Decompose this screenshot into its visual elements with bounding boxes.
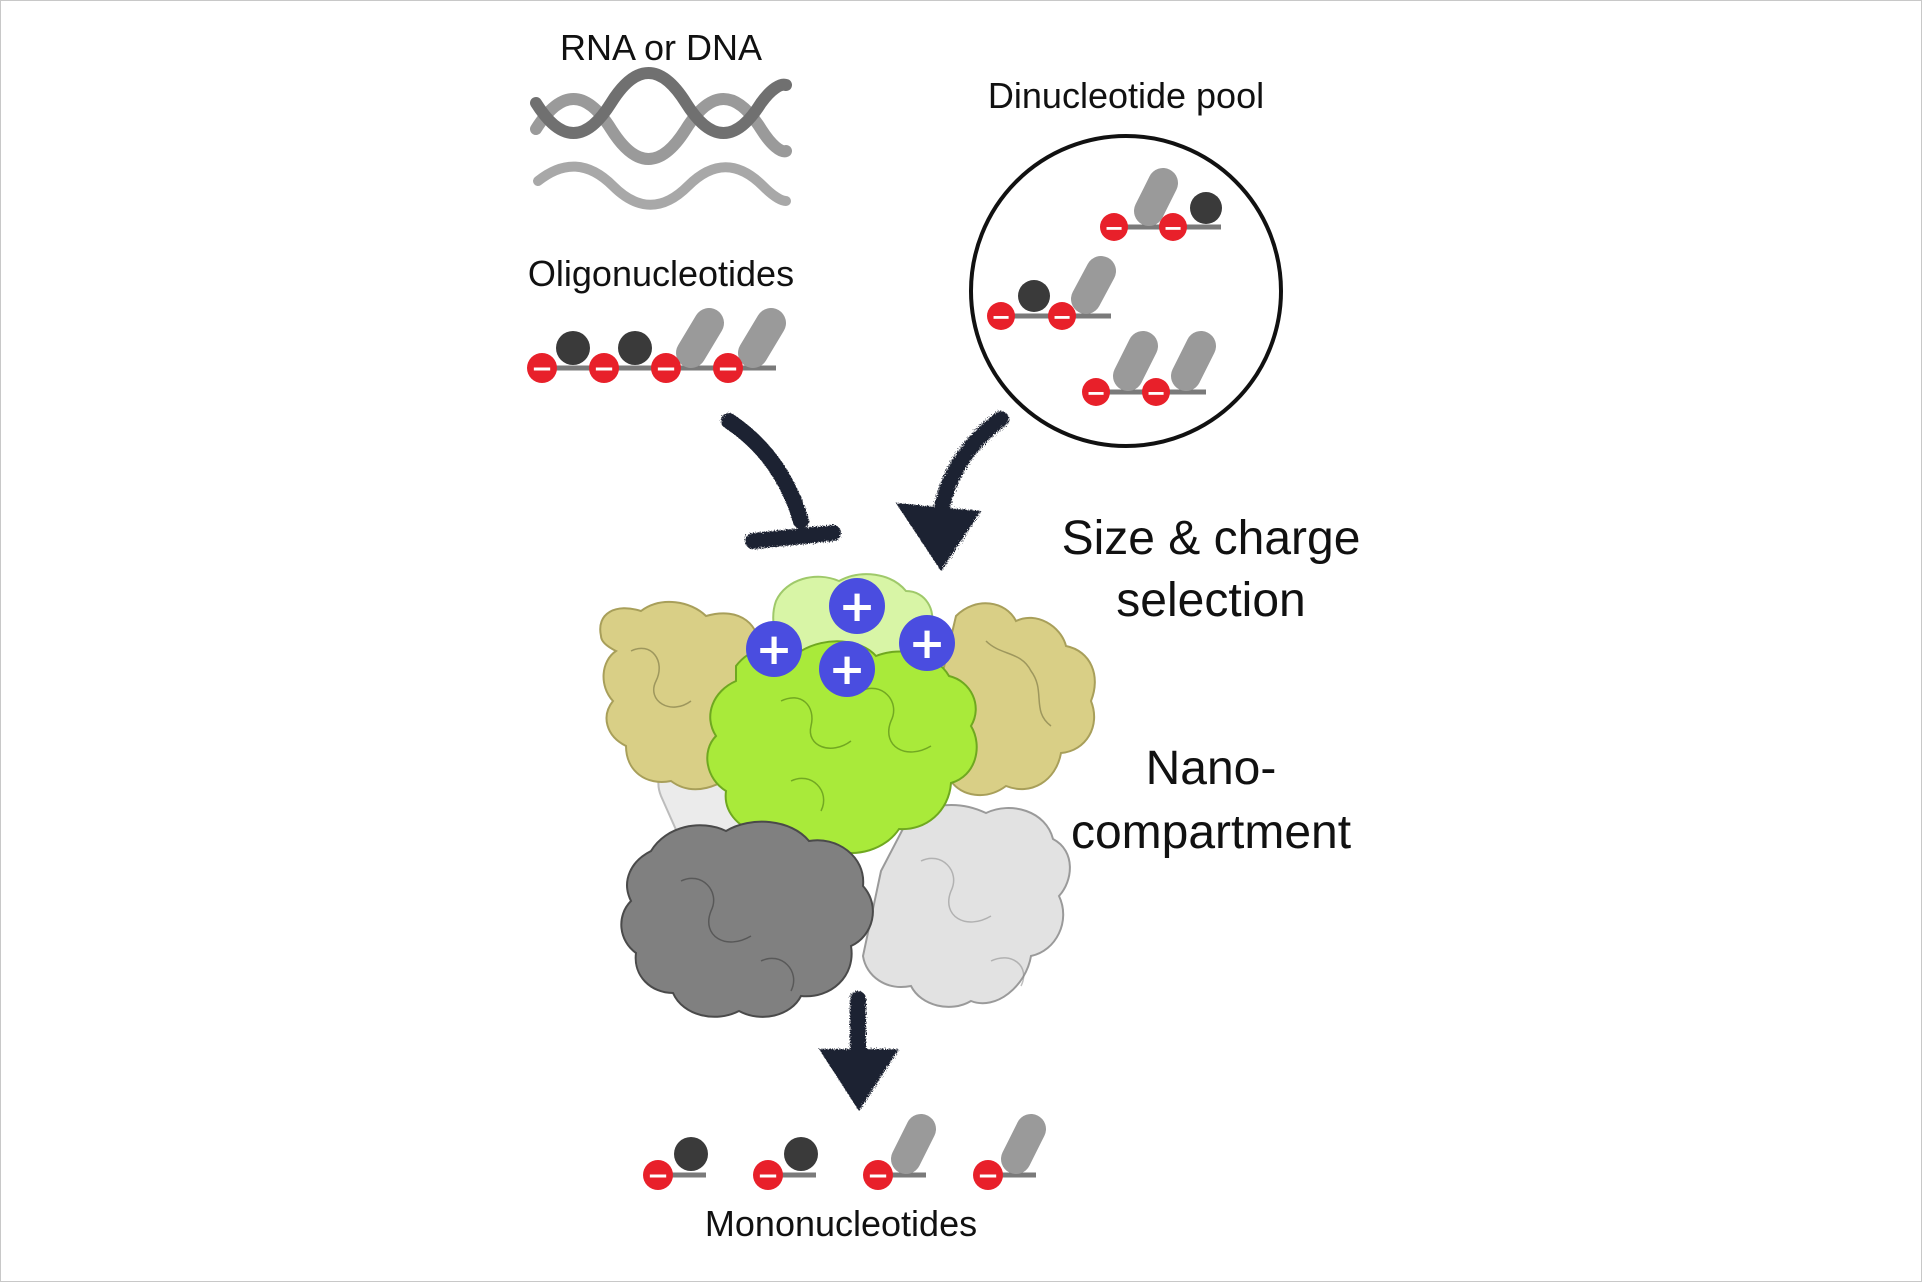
mononucleotide-1: − (643, 1137, 708, 1191)
subunit-green (706, 640, 978, 855)
negative-charge-icon: − (1100, 213, 1128, 242)
oligonucleotides-label: Oligonucleotides (527, 253, 795, 294)
mononucleotide-3: − (863, 1114, 936, 1191)
pyrimidine-icon (1171, 331, 1216, 391)
svg-text:−: − (757, 1161, 779, 1191)
output-arrow (819, 991, 899, 1111)
negative-charge-icon: − (987, 302, 1015, 331)
negative-charge-icon: − (651, 353, 681, 384)
svg-text:+: + (909, 618, 946, 669)
svg-text:−: − (1104, 214, 1124, 242)
purine-icon (784, 1137, 818, 1171)
negative-charges: − − − − − − − − − − (527, 213, 1187, 407)
negative-charge-icon: − (713, 353, 743, 384)
svg-text:−: − (991, 303, 1011, 331)
compartment-label-line1: Nano- (1145, 742, 1277, 795)
svg-text:−: − (1163, 214, 1183, 242)
negative-charge-icon: − (973, 1160, 1003, 1191)
svg-text:−: − (593, 354, 615, 384)
pyrimidine-icon (891, 1114, 936, 1174)
negative-charge-icon: − (643, 1160, 673, 1191)
nucleic-acid-label: RNA or DNA (559, 27, 763, 68)
pyrimidine-icon (738, 308, 786, 368)
negative-charge-icon: − (753, 1160, 783, 1191)
positive-charges: + + + + (746, 578, 955, 697)
positive-charge-icon: + (819, 641, 875, 697)
dinucleotide-1 (1111, 168, 1222, 230)
negative-charge-icon: − (1159, 213, 1187, 242)
selection-label-line2: selection (1116, 574, 1306, 627)
svg-text:+: + (839, 581, 876, 632)
blocked-arrow (721, 413, 841, 549)
svg-text:−: − (1052, 303, 1072, 331)
svg-text:−: − (717, 354, 739, 384)
compartment-label-line2: compartment (1070, 806, 1352, 859)
negative-charge-icon: − (863, 1160, 893, 1191)
double-strand-icon (530, 67, 792, 165)
mononucleotide-4: − (973, 1114, 1046, 1191)
pyrimidine-icon (1071, 256, 1116, 314)
positive-charge-icon: + (746, 621, 802, 677)
negative-charge-icon: − (527, 353, 557, 384)
pyrimidine-icon (676, 308, 724, 368)
dinucleotide-pool-circle (969, 134, 1283, 448)
subunit-dark-gray (620, 820, 874, 1018)
dinucleotide-pool-label: Dinucleotide pool (987, 75, 1265, 116)
svg-text:−: − (531, 354, 553, 384)
pyrimidine-icon (1113, 331, 1158, 391)
svg-text:+: + (756, 624, 793, 675)
svg-text:+: + (829, 644, 866, 695)
svg-text:−: − (1146, 379, 1166, 407)
pass-arrow (896, 411, 1009, 571)
purine-icon (1190, 192, 1222, 224)
negative-charge-icon: − (589, 353, 619, 384)
svg-text:−: − (977, 1161, 999, 1191)
purine-icon (618, 331, 652, 365)
negative-charge-icon: − (1082, 378, 1110, 407)
purine-icon (674, 1137, 708, 1171)
svg-text:−: − (655, 354, 677, 384)
mononucleotides-label: Mononucleotides (704, 1203, 978, 1244)
svg-text:−: − (867, 1161, 889, 1191)
selection-label-line1: Size & charge (1061, 512, 1361, 565)
nanocompartment-protein (599, 573, 1096, 1018)
svg-text:−: − (1086, 379, 1106, 407)
pyrimidine-icon (1001, 1114, 1046, 1174)
positive-charge-icon: + (899, 615, 955, 671)
single-strand-icon (533, 161, 791, 210)
purine-icon (1018, 280, 1050, 312)
positive-charge-icon: + (829, 578, 885, 634)
pyrimidine-icon (1134, 168, 1178, 226)
svg-text:−: − (647, 1161, 669, 1191)
subunit-light-gray (861, 804, 1071, 1008)
mononucleotide-2: − (753, 1137, 818, 1191)
negative-charge-icon: − (1048, 302, 1076, 331)
purine-icon (556, 331, 590, 365)
negative-charge-icon: − (1142, 378, 1170, 407)
